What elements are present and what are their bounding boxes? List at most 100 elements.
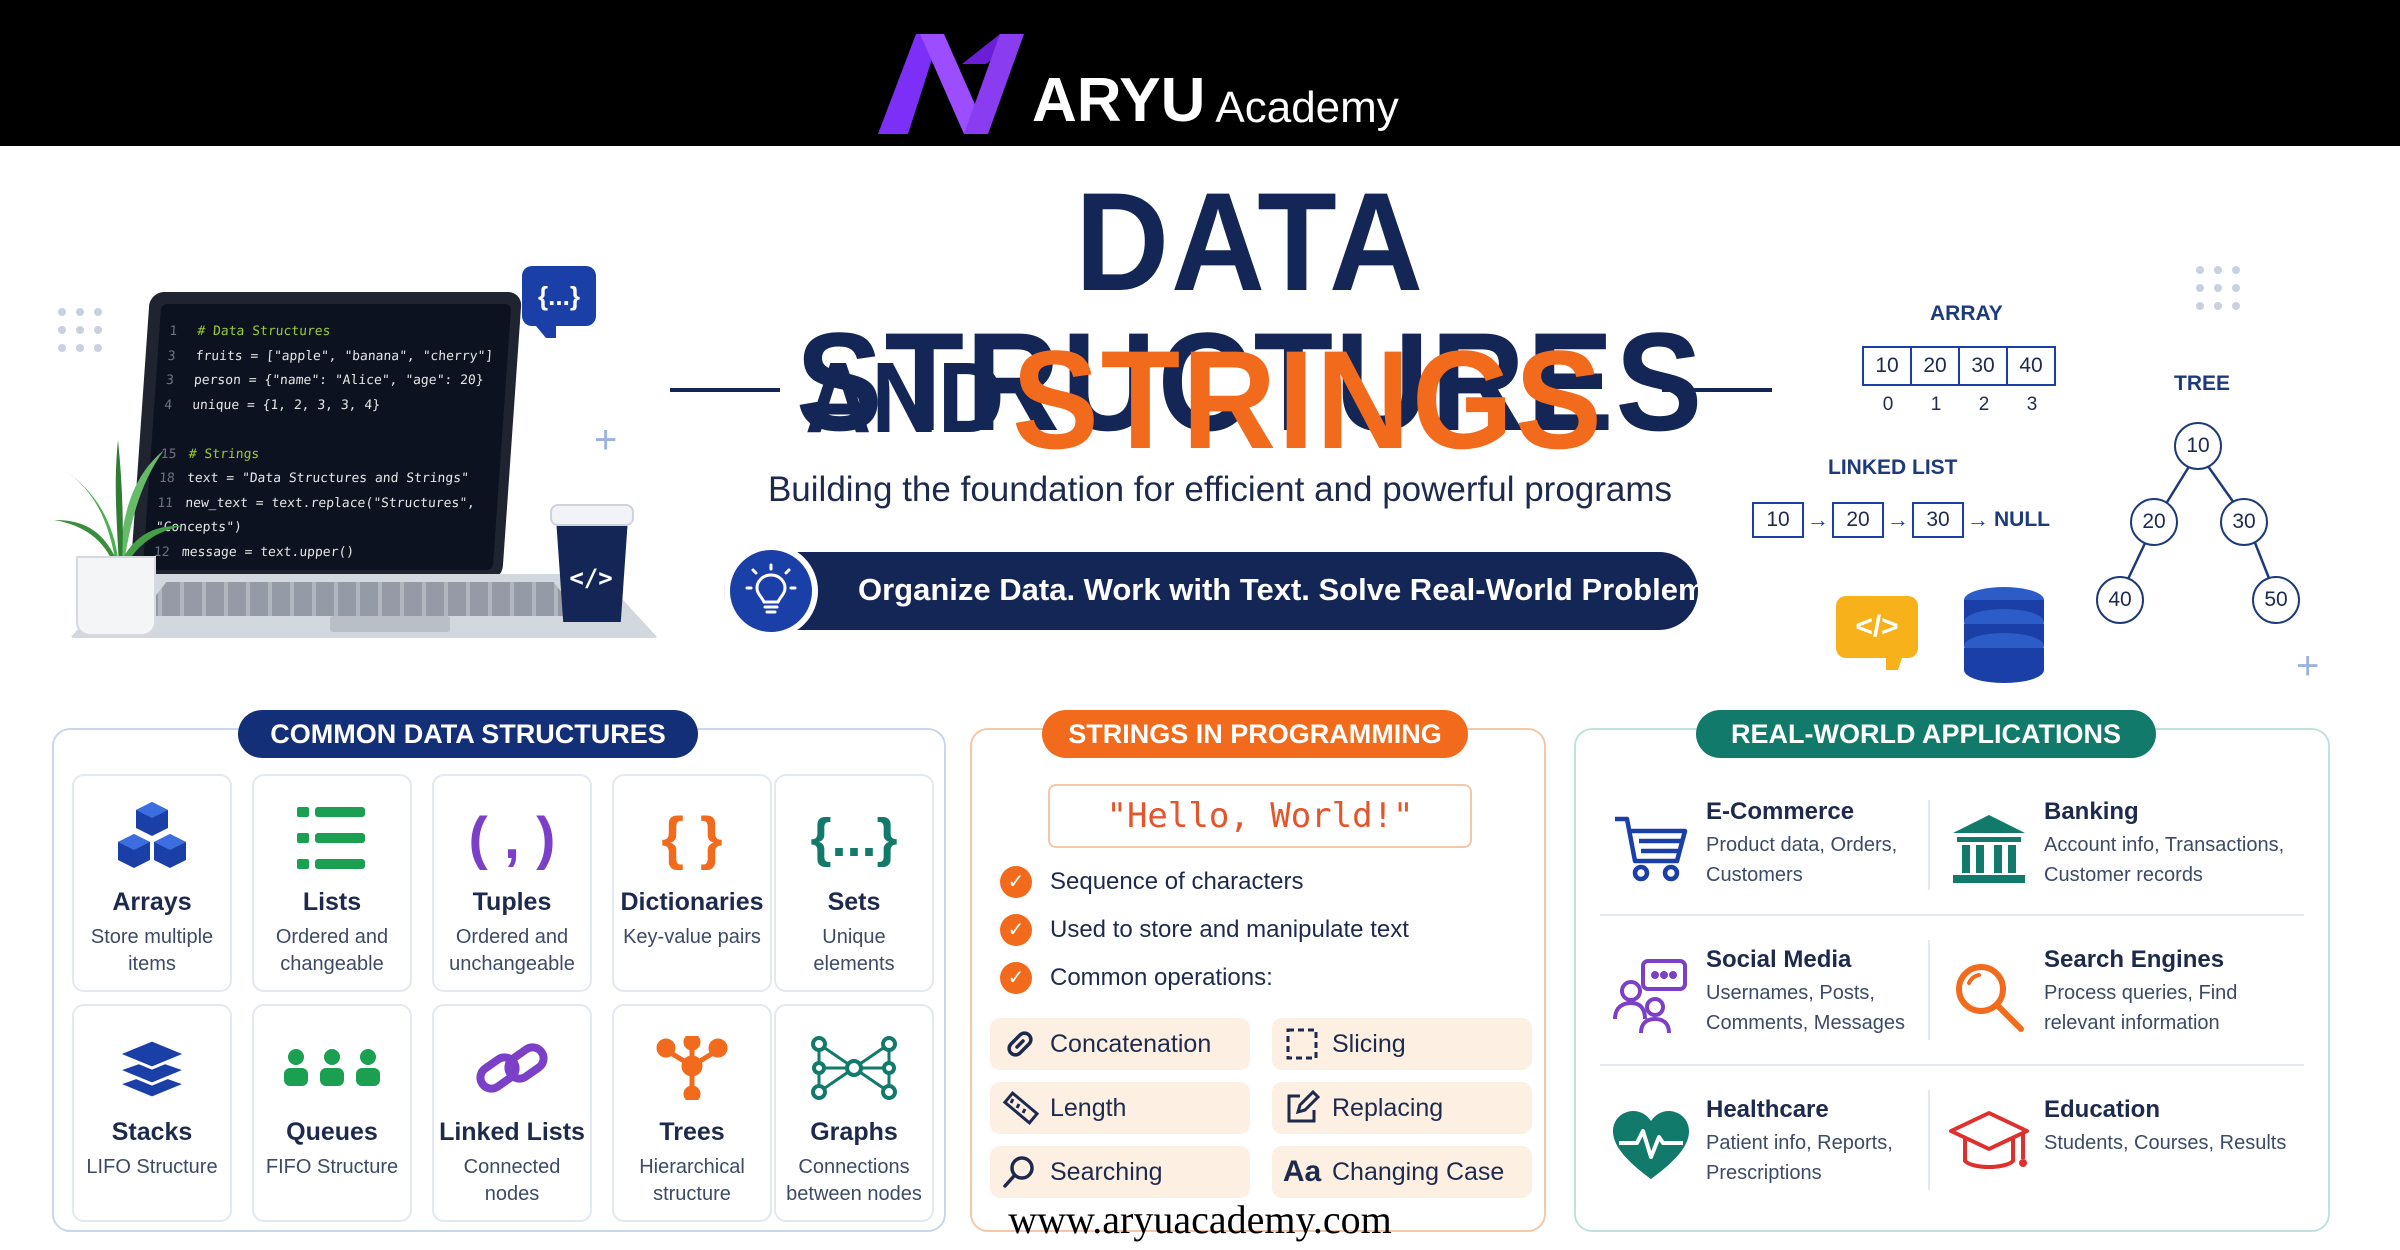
app-ecommerce[interactable]: E-Commerce Product data, Orders, Custome… — [1606, 798, 1946, 918]
ds-card-linked-lists[interactable]: Linked Lists Connected nodes — [432, 1004, 592, 1222]
app-banking[interactable]: Banking Account info, Transactions, Cust… — [1944, 798, 2284, 918]
ds-card-queues[interactable]: Queues FIFO Structure — [252, 1004, 412, 1222]
title-and: AND — [805, 342, 1005, 454]
array-cell: 20 — [1910, 346, 1960, 386]
code-line: 4 unique = {1, 2, 3, 3, 4} — [163, 394, 495, 419]
arrow-right-icon: → — [1887, 507, 1909, 532]
tree-node: 10 — [2174, 422, 2222, 470]
string-point: ✓ Common operations: — [1000, 962, 1273, 994]
social-users-icon — [1606, 952, 1696, 1042]
op-length[interactable]: Length — [990, 1082, 1250, 1134]
string-point: ✓ Sequence of characters — [1000, 866, 1304, 898]
heart-pulse-icon — [1606, 1102, 1696, 1192]
ds-name: Linked Lists — [439, 1118, 585, 1146]
ds-desc: Store multiple items — [90, 926, 214, 975]
code-tag-icon: </> — [1836, 596, 1918, 670]
app-title: Banking — [2044, 798, 2139, 825]
title-strings: STRINGS — [1012, 321, 1604, 478]
code-line: 15# Strings — [160, 443, 492, 468]
op-label: Searching — [1050, 1157, 1163, 1186]
linked-list-label: LINKED LIST — [1828, 456, 1958, 479]
string-point-text: Used to store and manipulate text — [1050, 916, 1409, 943]
ds-name: Queues — [286, 1118, 378, 1146]
laptop-touchpad — [330, 616, 450, 632]
array-indices: 0 1 2 3 — [1864, 394, 2056, 416]
ds-desc: Ordered and changeable — [275, 926, 389, 975]
app-social-media[interactable]: Social Media Usernames, Posts, Comments,… — [1606, 946, 1946, 1066]
op-changing-case[interactable]: Aa Changing Case — [1272, 1146, 1532, 1198]
brand-suffix: Academy — [1215, 83, 1399, 132]
dot-grid-decoration — [2196, 266, 2240, 310]
ds-card-graphs[interactable]: Graphs Connections between nodes — [774, 1004, 934, 1222]
tree-icon — [614, 1028, 770, 1108]
op-label: Concatenation — [1050, 1029, 1212, 1058]
ds-card-arrays[interactable]: Arrays Store multiple items — [72, 774, 232, 992]
ds-card-lists[interactable]: Lists Ordered and changeable — [252, 774, 412, 992]
string-point-text: Common operations: — [1050, 964, 1273, 991]
ds-desc: Ordered and unchangeable — [449, 926, 575, 975]
plus-decoration: + — [2296, 644, 2320, 688]
sets-glyph: {...} — [810, 808, 898, 868]
chain-link-icon — [434, 1028, 590, 1108]
ruler-icon — [990, 1089, 1050, 1127]
op-replacing[interactable]: Replacing — [1272, 1082, 1532, 1134]
op-concatenation[interactable]: Concatenation — [990, 1018, 1250, 1070]
op-slicing[interactable]: Slicing — [1272, 1018, 1532, 1070]
ds-name: Graphs — [810, 1118, 898, 1146]
ds-name: Tuples — [472, 888, 552, 916]
code-text: new_text = text.replace("Structures", "C… — [155, 495, 476, 536]
array-index: 2 — [1978, 394, 1990, 415]
plant-pot — [76, 556, 156, 636]
ds-name: Dictionaries — [620, 888, 764, 916]
array-cell: 40 — [2006, 346, 2056, 386]
footer-url[interactable]: www.aryuacademy.com — [1008, 1197, 1392, 1242]
app-healthcare[interactable]: Healthcare Patient info, Reports, Prescr… — [1606, 1096, 1946, 1216]
brand-logo[interactable]: ARYU Academy — [878, 24, 1399, 144]
cup-code-label: </> — [569, 564, 613, 592]
ds-card-dictionaries[interactable]: { } Dictionaries Key-value pairs — [612, 774, 772, 992]
shopping-cart-icon — [1606, 804, 1696, 894]
ds-card-stacks[interactable]: Stacks LIFO Structure — [72, 1004, 232, 1222]
ds-card-sets[interactable]: {...} Sets Unique elements — [774, 774, 934, 992]
magnifier-icon — [1944, 952, 2034, 1042]
app-desc: Patient info, Reports, Prescriptions — [1706, 1132, 1893, 1184]
database-icon — [1964, 587, 2044, 683]
hero-subtitle: Building the foundation for efficient an… — [767, 470, 1673, 509]
linked-list-diagram: 10 → 20 → 30 → NULL — [1752, 502, 2050, 538]
code-text: # Data Structures — [196, 324, 331, 339]
linked-list-node: 10 — [1752, 502, 1804, 538]
string-point-text: Sequence of characters — [1050, 868, 1304, 895]
parentheses-icon: ( , ) — [434, 798, 590, 878]
text-case-icon: Aa — [1272, 1155, 1332, 1189]
array-index: 0 — [1882, 394, 1894, 415]
app-desc: Process queries, Find relevant informati… — [2044, 982, 2238, 1034]
app-desc: Account info, Transactions, Customer rec… — [2044, 834, 2285, 886]
check-icon: ✓ — [1000, 962, 1032, 994]
lightbulb-icon — [724, 544, 818, 638]
data-structures-heading: COMMON DATA STRUCTURES — [238, 710, 698, 758]
divider — [1928, 800, 1930, 890]
ds-card-tuples[interactable]: ( , ) Tuples Ordered and unchangeable — [432, 774, 592, 992]
divider — [1600, 1064, 2304, 1066]
cup-lid — [550, 504, 634, 526]
op-searching[interactable]: Searching — [990, 1146, 1250, 1198]
app-title: Education — [2044, 1096, 2161, 1123]
graduation-cap-icon — [1944, 1102, 2034, 1192]
app-education[interactable]: Education Students, Courses, Results — [1944, 1096, 2286, 1216]
ds-card-trees[interactable]: Trees Hierarchical structure — [612, 1004, 772, 1222]
title-divider — [670, 388, 780, 392]
array-index: 1 — [1930, 394, 1942, 415]
line-number: 4 — [163, 397, 173, 413]
ds-desc: Hierarchical structure — [639, 1156, 745, 1205]
ds-name: Sets — [827, 888, 881, 916]
dict-glyph: { } — [661, 805, 723, 871]
op-label: Length — [1050, 1093, 1127, 1122]
array-diagram: 10 20 30 40 — [1862, 346, 2056, 386]
linked-list-null: NULL — [1994, 508, 2050, 531]
code-text: unique = {1, 2, 3, 3, 4} — [191, 397, 381, 413]
strings-heading: STRINGS IN PROGRAMMING — [1042, 710, 1468, 758]
app-search-engines[interactable]: Search Engines Process queries, Find rel… — [1944, 946, 2284, 1066]
